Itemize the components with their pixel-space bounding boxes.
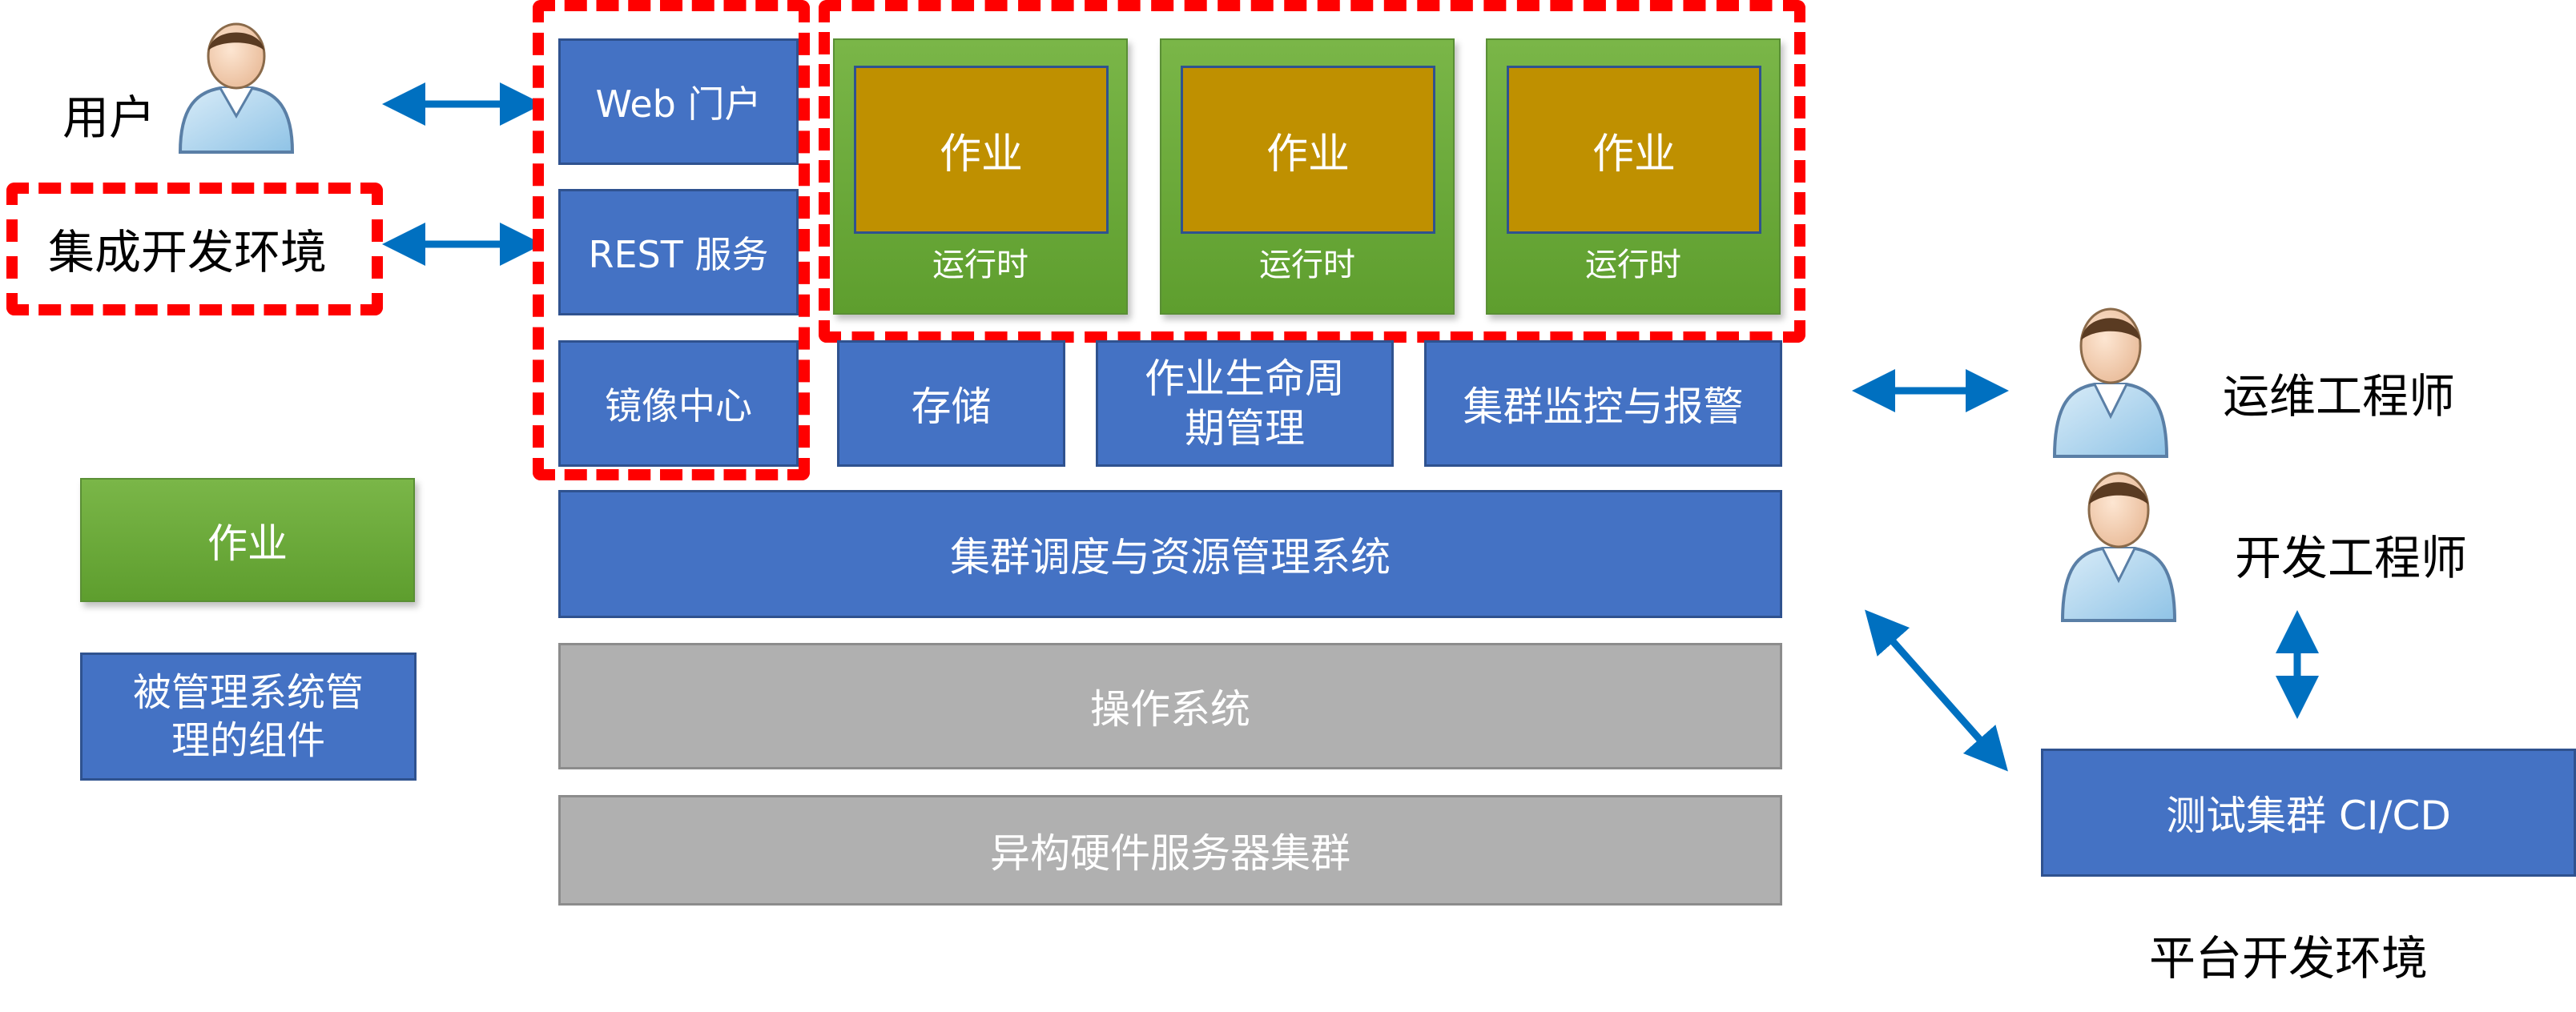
access-highlight-box	[533, 0, 810, 480]
ide-highlight-box	[6, 183, 383, 315]
hardware-label: 异构硬件服务器集群	[990, 830, 1350, 877]
legend-managed-line-1: 被管理系统管	[132, 670, 364, 715]
job-box-2: 作业	[1181, 66, 1435, 234]
user-label: 用户	[62, 90, 156, 145]
legend-job-swatch: 作业	[80, 478, 415, 602]
runtime-label-3: 运行时	[1585, 247, 1681, 283]
storage-box: 存储	[837, 340, 1065, 467]
rest-service-box: REST 服务	[558, 189, 799, 315]
job-label-2: 作业	[1266, 130, 1350, 179]
runtime-container-3: 作业 运行时	[1486, 38, 1781, 315]
monitoring-label: 集群监控与报警	[1463, 384, 1744, 430]
legend-managed-swatch: 被管理系统管 理的组件	[80, 653, 417, 781]
monitoring-box: 集群监控与报警	[1424, 340, 1782, 467]
dev-engineer-person-icon	[2060, 472, 2177, 622]
lifecycle-label-line-2: 期管理	[1185, 405, 1305, 452]
legend-job-label: 作业	[207, 520, 288, 567]
os-label: 操作系统	[1090, 686, 1250, 733]
runtime-container-2: 作业 运行时	[1160, 38, 1455, 315]
rest-service-label: REST 服务	[588, 233, 769, 276]
ci-cluster-box: 测试集群 CI/CD	[2041, 749, 2576, 877]
hardware-layer: 异构硬件服务器集群	[558, 795, 1782, 906]
user-person-icon	[178, 22, 295, 154]
jobs-highlight-box	[819, 0, 1805, 343]
image-registry-label: 镜像中心	[605, 384, 752, 428]
runtime-label-2: 运行时	[1259, 247, 1355, 283]
web-portal-box: Web 门户	[558, 38, 799, 165]
runtime-container-1: 作业 运行时	[833, 38, 1128, 315]
ops-engineer-person-icon	[2052, 307, 2169, 458]
runtime-label-1: 运行时	[932, 247, 1028, 283]
scheduler-label: 集群调度与资源管理系统	[950, 534, 1391, 580]
job-label-1: 作业	[939, 130, 1023, 179]
scheduler-ci-arrow	[1865, 609, 2008, 772]
platform-dev-env-label: 平台开发环境	[2149, 931, 2429, 986]
lifecycle-box: 作业生命周 期管理	[1096, 340, 1394, 467]
image-registry-box: 镜像中心	[558, 340, 799, 467]
job-box-3: 作业	[1507, 66, 1761, 234]
lifecycle-label-line-1: 作业生命周	[1145, 355, 1345, 402]
dev-engineer-label: 开发工程师	[2235, 531, 2468, 585]
job-box-1: 作业	[854, 66, 1109, 234]
scheduler-layer: 集群调度与资源管理系统	[558, 490, 1782, 618]
storage-label: 存储	[911, 384, 992, 430]
web-portal-label: Web 门户	[595, 82, 762, 126]
legend-managed-line-2: 理的组件	[171, 718, 325, 763]
ops-engineer-label: 运维工程师	[2223, 369, 2456, 424]
job-label-3: 作业	[1592, 130, 1676, 179]
ide-label: 集成开发环境	[48, 225, 328, 279]
ci-cluster-label: 测试集群 CI/CD	[2166, 793, 2451, 839]
os-layer: 操作系统	[558, 643, 1782, 769]
